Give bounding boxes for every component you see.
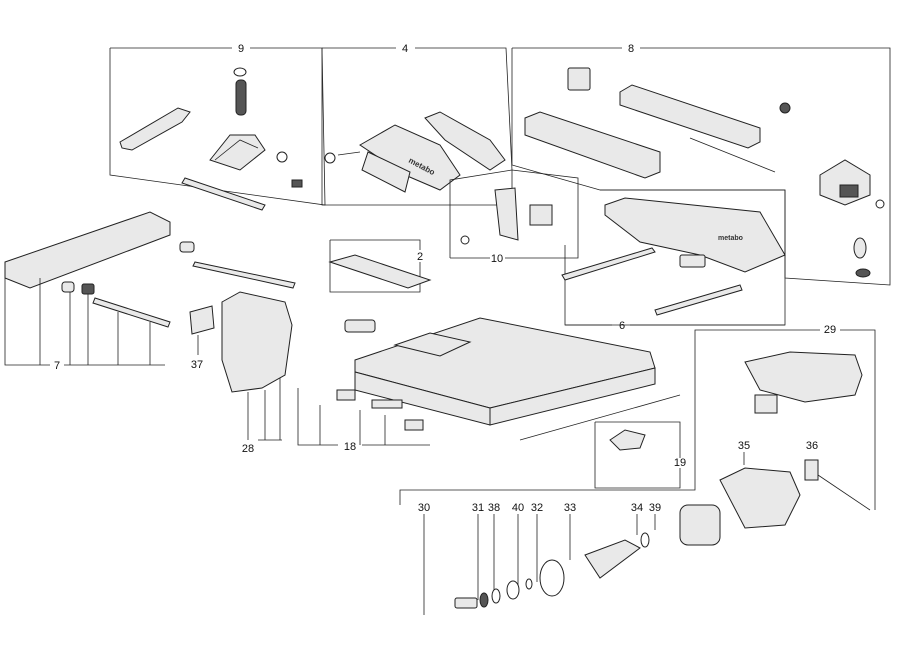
- assembly-7-rails: 7: [4, 211, 296, 372]
- callout-37: 37: [191, 359, 203, 371]
- callout-2: 2: [417, 251, 423, 263]
- assembly-2-table-insert: 2: [328, 239, 432, 293]
- assembly-29-motor: 29 35 36: [399, 324, 876, 529]
- callout-6: 6: [619, 320, 625, 332]
- assembly-10-riving-knife: 10: [449, 169, 579, 265]
- part-19-bracket: 19: [594, 421, 686, 489]
- callout-30: 30: [418, 502, 430, 514]
- assembly-8-rip-fence: 8: [511, 43, 891, 286]
- assembly-4-blade-guard: 4 metabo: [321, 43, 513, 206]
- callout-33: 33: [564, 502, 576, 514]
- callout-32: 32: [531, 502, 543, 514]
- callout-34: 34: [631, 502, 643, 514]
- callout-29: 29: [824, 324, 836, 336]
- part-37-label: 37: [189, 305, 215, 371]
- callout-35: 35: [738, 440, 750, 452]
- part-28-side-cover: 28: [221, 291, 293, 455]
- callout-31: 31: [472, 502, 484, 514]
- callout-39: 39: [649, 502, 661, 514]
- callout-40: 40: [512, 502, 524, 514]
- assembly-18-main-table: 18: [297, 317, 681, 453]
- callout-7: 7: [54, 360, 60, 372]
- callout-28: 28: [242, 443, 254, 455]
- callout-19: 19: [674, 457, 686, 469]
- callout-36: 36: [806, 440, 818, 452]
- motor-internal-parts: 30 31 38 40 32 33 34 39: [418, 502, 721, 615]
- callout-18: 18: [344, 441, 356, 453]
- assembly-6-extension-table: 6 metabo: [561, 189, 786, 332]
- table-brand-label: metabo: [718, 235, 743, 242]
- callout-9: 9: [238, 43, 244, 55]
- callout-4: 4: [402, 43, 408, 55]
- callout-8: 8: [628, 43, 634, 55]
- callout-38: 38: [488, 502, 500, 514]
- assembly-9-mitre-gauge: 9: [109, 43, 326, 211]
- callout-10: 10: [491, 253, 503, 265]
